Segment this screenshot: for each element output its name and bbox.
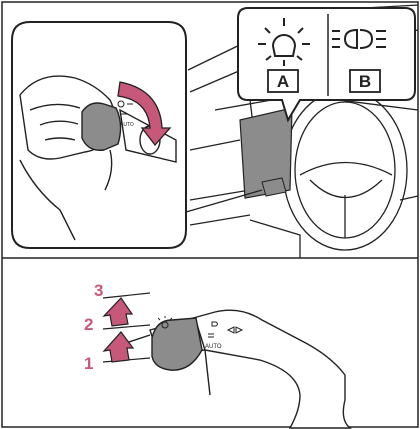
lever-stalk <box>120 310 350 428</box>
letter-a: A <box>277 72 289 91</box>
step-number-2: 2 <box>84 315 93 334</box>
callout-box <box>238 8 415 120</box>
inset-auto-label: AUTO <box>120 122 134 128</box>
step-number-1: 1 <box>84 354 93 373</box>
step-number-3: 3 <box>94 281 103 300</box>
headlight-knob-inset <box>82 103 121 150</box>
letter-b: B <box>359 72 371 91</box>
step-arrow-lower <box>104 332 133 362</box>
inset-connector <box>186 190 262 212</box>
headlight-knob <box>152 318 202 370</box>
step-arrow-upper <box>104 298 132 326</box>
stalk-auto-label: AUTO <box>205 344 222 350</box>
